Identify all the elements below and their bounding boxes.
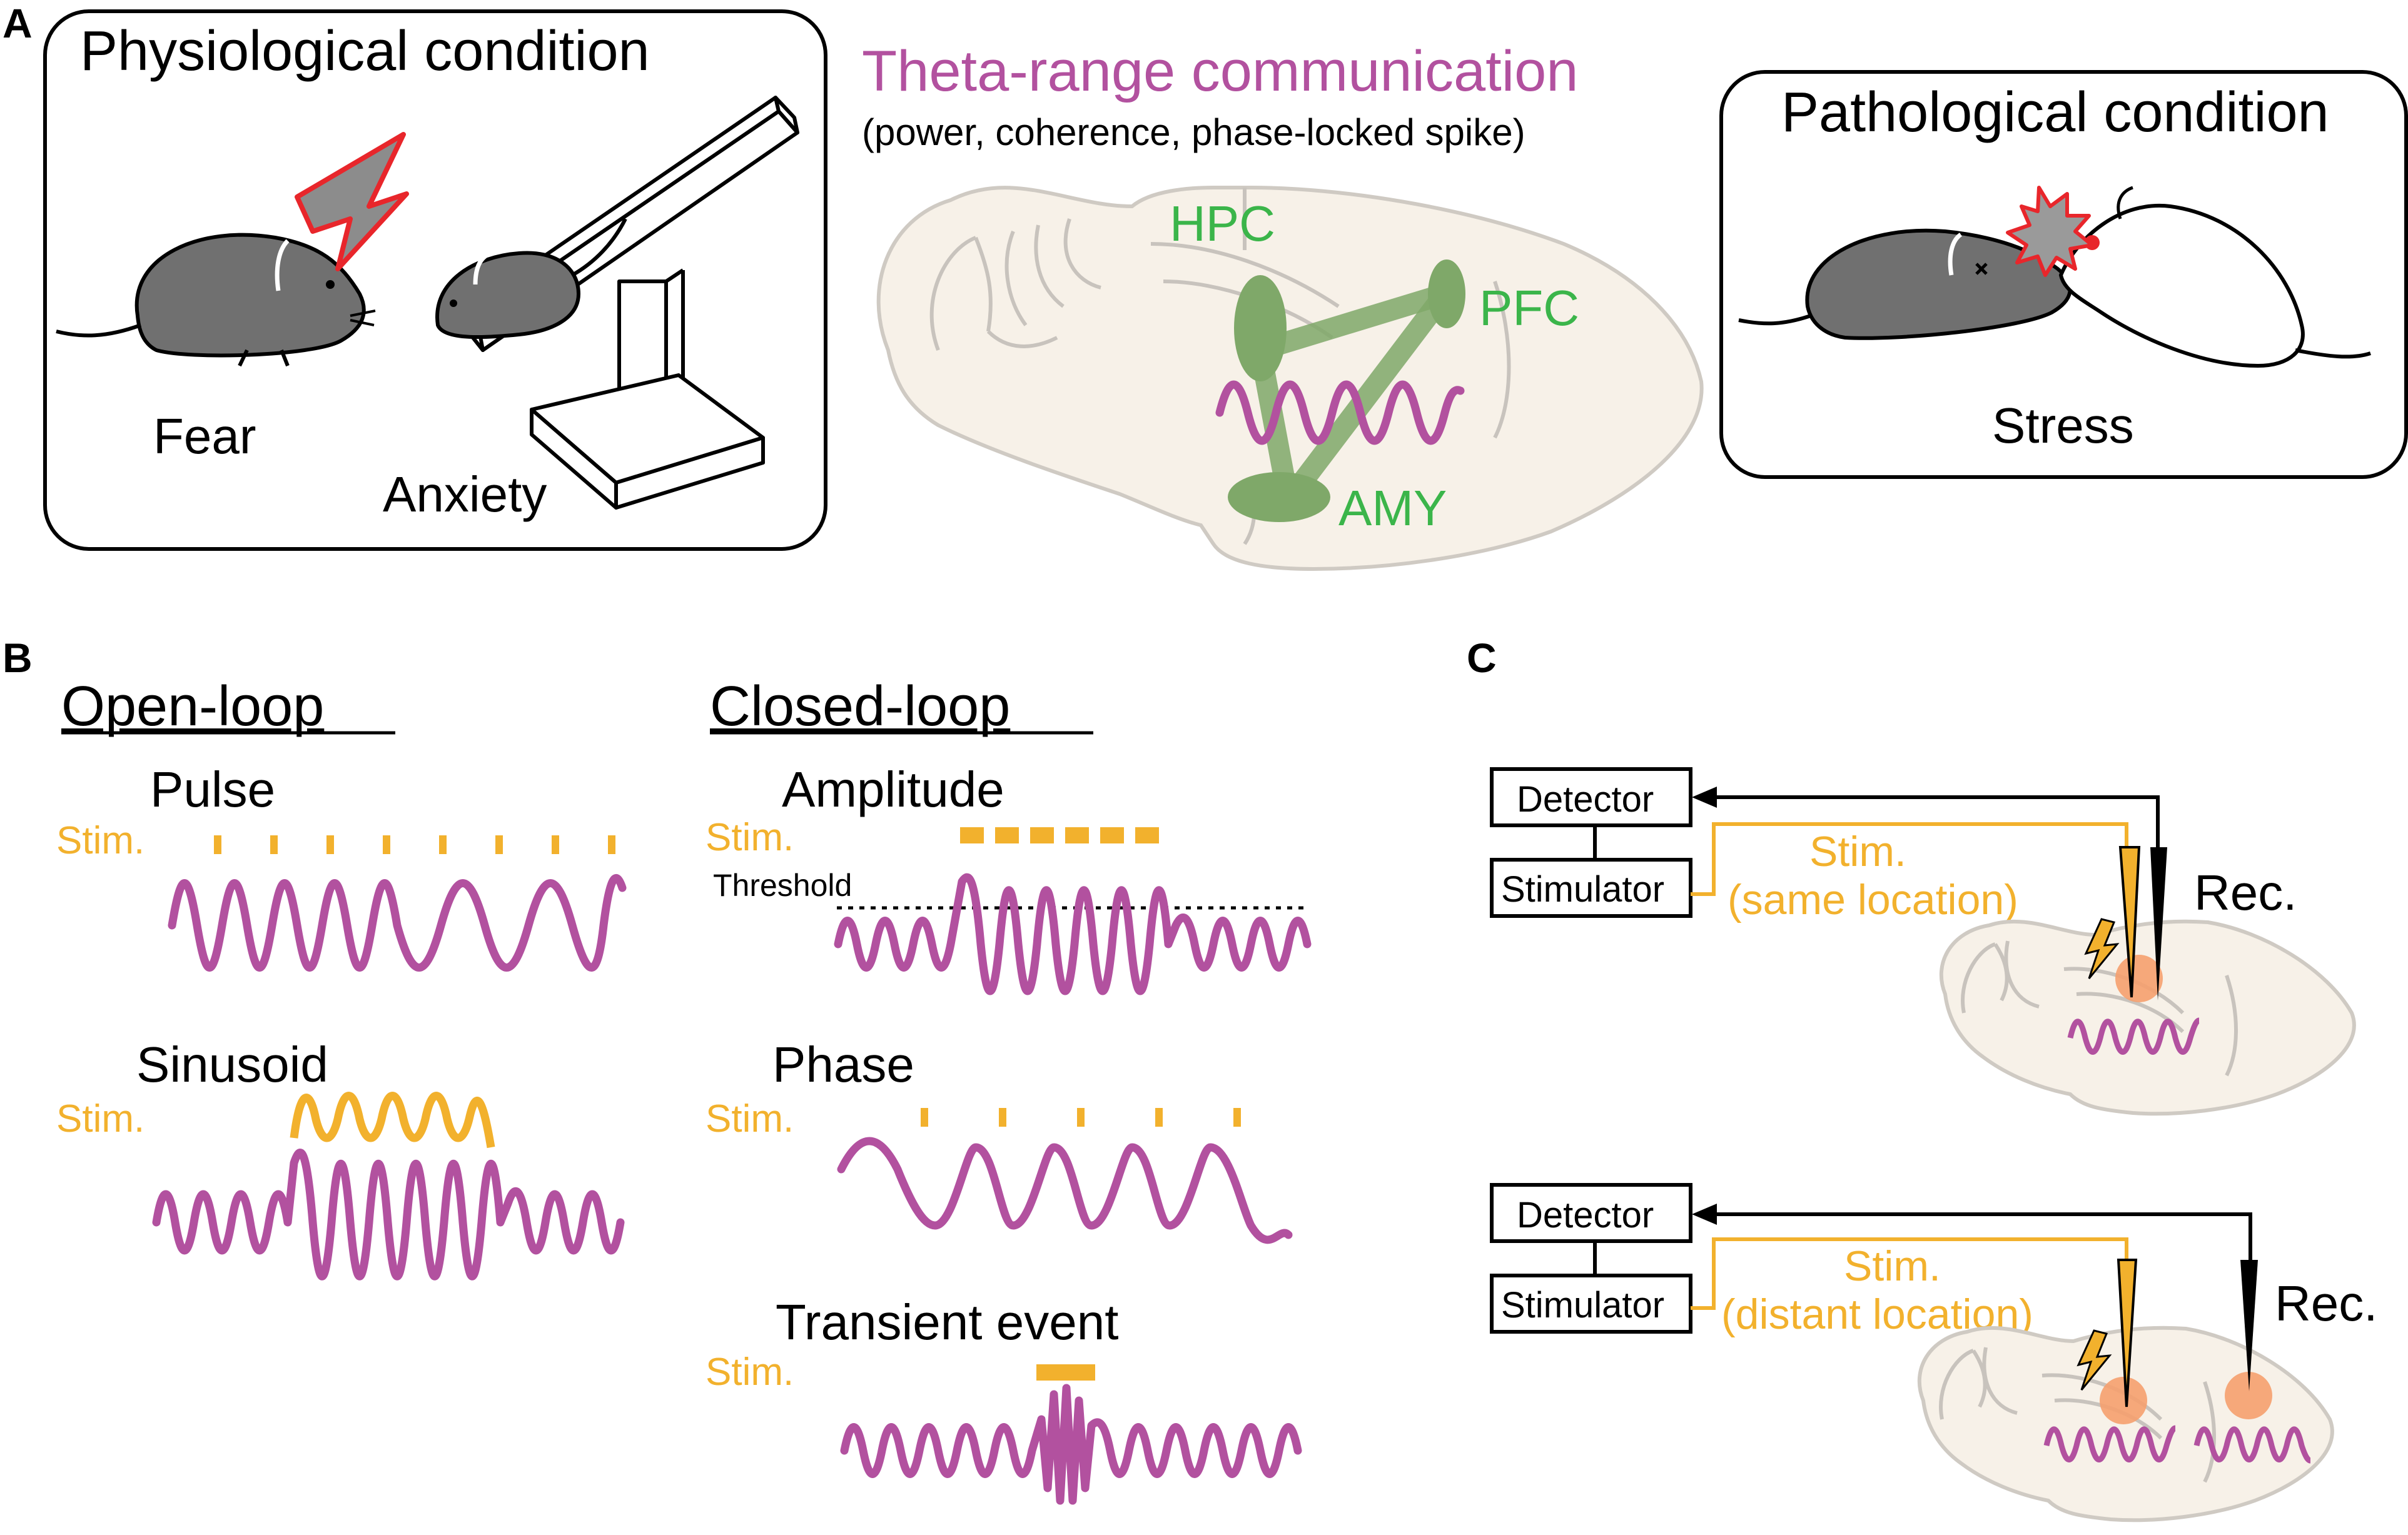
transient-stim-mark: [1036, 1364, 1095, 1381]
anxiety-label: Anxiety: [383, 466, 547, 522]
panel-c-letter: C: [1467, 635, 1497, 681]
anxiety-mouse: [435, 218, 627, 340]
stress-label: Stress: [1992, 398, 2134, 453]
amy-node: [1228, 472, 1330, 522]
amplitude-stim-label: Stim.: [706, 816, 794, 859]
transient-stim-label: Stim.: [706, 1351, 794, 1394]
rec-electrode: [2240, 1260, 2258, 1391]
sagittal-brain: [876, 186, 1704, 571]
theta-subtitle: (power, coherence, phase-locked spike): [862, 111, 1525, 153]
theta-wave: [1215, 380, 1465, 445]
sinusoid-label: Sinusoid: [136, 1037, 328, 1092]
panel-b-letter: B: [3, 635, 33, 681]
panel-a: A Physiological condition: [3, 0, 2408, 571]
detector-box: [1490, 1183, 1692, 1243]
rec-label: Rec.: [2194, 865, 2297, 920]
panel-a-letter: A: [3, 0, 33, 46]
transient-wave: [840, 1384, 1302, 1505]
detector-label: Detector: [1517, 1195, 1654, 1236]
elevated-maze: [460, 96, 799, 510]
explosion-icon: [2006, 186, 2094, 277]
panel-c: C Detector Stimulator Stim. (same locati…: [1467, 635, 2378, 1522]
fear-mouse-eye: [326, 280, 335, 289]
amy-label: AMY: [1338, 480, 1447, 536]
theta-communication: Theta-range communication (power, cohere…: [862, 39, 1704, 571]
transient-label: Transient event: [776, 1294, 1118, 1350]
pulse-stim-marks: [214, 835, 615, 854]
hpc-label: HPC: [1170, 196, 1275, 251]
same-location-label: (same location): [1728, 876, 2018, 924]
closed-loop-distant-location: Detector Stimulator Stim. (distant locat…: [1490, 1183, 2378, 1522]
lightning-icon: [2084, 918, 2120, 979]
sinusoid-wave: [152, 1149, 625, 1281]
open-loop-title: Open-loop: [61, 675, 324, 738]
physiological-title: Physiological condition: [80, 20, 650, 83]
detector-box: [1490, 767, 1692, 827]
rec-wave-same: [2067, 1017, 2200, 1055]
hpc-node: [1234, 275, 1287, 381]
rec-electrode: [2150, 847, 2167, 1000]
phase-wave: [837, 1137, 1293, 1244]
stimulator-label: Stimulator: [1501, 1285, 1664, 1326]
amplitude-label: Amplitude: [782, 762, 1004, 817]
closed-loop: Closed-loop Amplitude Stim. Threshold Ph…: [706, 675, 1312, 1505]
detector-label: Detector: [1517, 779, 1654, 820]
stim-site-wave: [2043, 1425, 2177, 1462]
pathological-title: Pathological condition: [1781, 81, 2329, 144]
sinusoid-stim-wave: [290, 1092, 495, 1149]
closed-loop-same-location: Detector Stimulator Stim. (same location…: [1490, 767, 2356, 1116]
lightning-icon: [2077, 1329, 2112, 1391]
amplitude-stim-marks: [960, 827, 1159, 843]
stimulator-box: [1490, 858, 1692, 918]
closed-loop-title: Closed-loop: [710, 675, 1010, 738]
sinusoid-stim-label: Stim.: [56, 1097, 144, 1140]
lightning-icon: [295, 132, 409, 271]
target-site: [2115, 955, 2163, 1002]
threshold-label: Threshold: [713, 868, 852, 903]
fear-mouse: [56, 233, 376, 367]
stimulator-box: [1490, 1274, 1692, 1334]
pathological-condition-box: Pathological condition Stress: [1719, 70, 2408, 479]
aggressor-mouse: [2058, 186, 2371, 368]
pulse-wave: [168, 873, 627, 972]
phase-label: Phase: [772, 1037, 914, 1092]
open-loop: Open-loop Pulse Stim. Sinusoid Stim.: [56, 675, 627, 1281]
phase-stim-label: Stim.: [706, 1097, 794, 1140]
rec-label: Rec.: [2275, 1276, 2378, 1331]
fear-label: Fear: [153, 408, 256, 464]
stim-target-site: [2100, 1377, 2147, 1424]
pulse-stim-label: Stim.: [56, 819, 144, 862]
physiological-condition-box: Physiological condition: [43, 9, 827, 551]
stim-same-label: Stim.: [1809, 828, 1906, 875]
stimulator-label: Stimulator: [1501, 869, 1664, 910]
pfc-node: [1428, 259, 1465, 328]
stim-distant-label: Stim.: [1844, 1242, 1941, 1290]
amplitude-wave: [834, 873, 1312, 995]
panel-b: B Open-loop Pulse Stim. Sinusoid Stim.: [3, 635, 1312, 1505]
pfc-label: PFC: [1479, 280, 1579, 336]
pulse-label: Pulse: [150, 762, 275, 817]
rec-target-site: [2225, 1372, 2272, 1419]
rec-site-wave: [2193, 1426, 2311, 1464]
stim-electrode: [2117, 1259, 2138, 1407]
stim-electrode: [2118, 846, 2141, 998]
phase-stim-marks: [921, 1108, 1241, 1127]
theta-title: Theta-range communication: [862, 39, 1578, 103]
